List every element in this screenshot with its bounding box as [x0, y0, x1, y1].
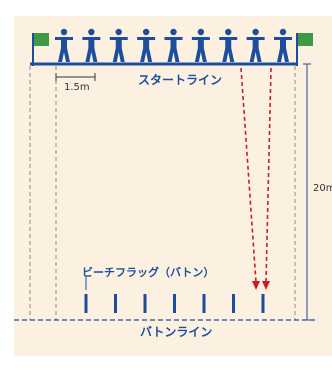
- baton-icon: [261, 294, 265, 313]
- baton-icon: [232, 294, 235, 313]
- competitor-icon: [191, 28, 210, 62]
- distance-label: 20m: [313, 183, 332, 194]
- run-arrows: [240, 67, 272, 290]
- competitor-icon: [82, 28, 101, 62]
- left-flag-icon: [32, 33, 49, 66]
- baton-icon: [202, 294, 206, 313]
- distance-marker: [303, 63, 311, 321]
- baton-icon: [114, 294, 117, 313]
- competitor-icon: [246, 28, 265, 62]
- baton-line-label: バトンライン: [140, 325, 213, 339]
- competitor-icon: [109, 28, 128, 62]
- competitor-icon: [274, 28, 292, 62]
- baton-icon: [173, 294, 176, 313]
- start-line-label: スタートライン: [138, 73, 223, 87]
- spacing-marker: [55, 73, 96, 81]
- batons-group: [84, 294, 265, 313]
- competitor-icon: [164, 28, 183, 62]
- right-flag-icon: [296, 33, 313, 66]
- baton-icon: [143, 294, 147, 313]
- baton-icon: [84, 294, 88, 313]
- beach-flag-label: ビーチフラッグ（バトン）: [82, 266, 215, 279]
- spacing-label: 1.5m: [64, 82, 90, 93]
- competitors-group: [55, 28, 292, 62]
- competitor-icon: [219, 28, 238, 62]
- competitor-icon: [137, 28, 156, 62]
- competitor-icon: [55, 28, 73, 62]
